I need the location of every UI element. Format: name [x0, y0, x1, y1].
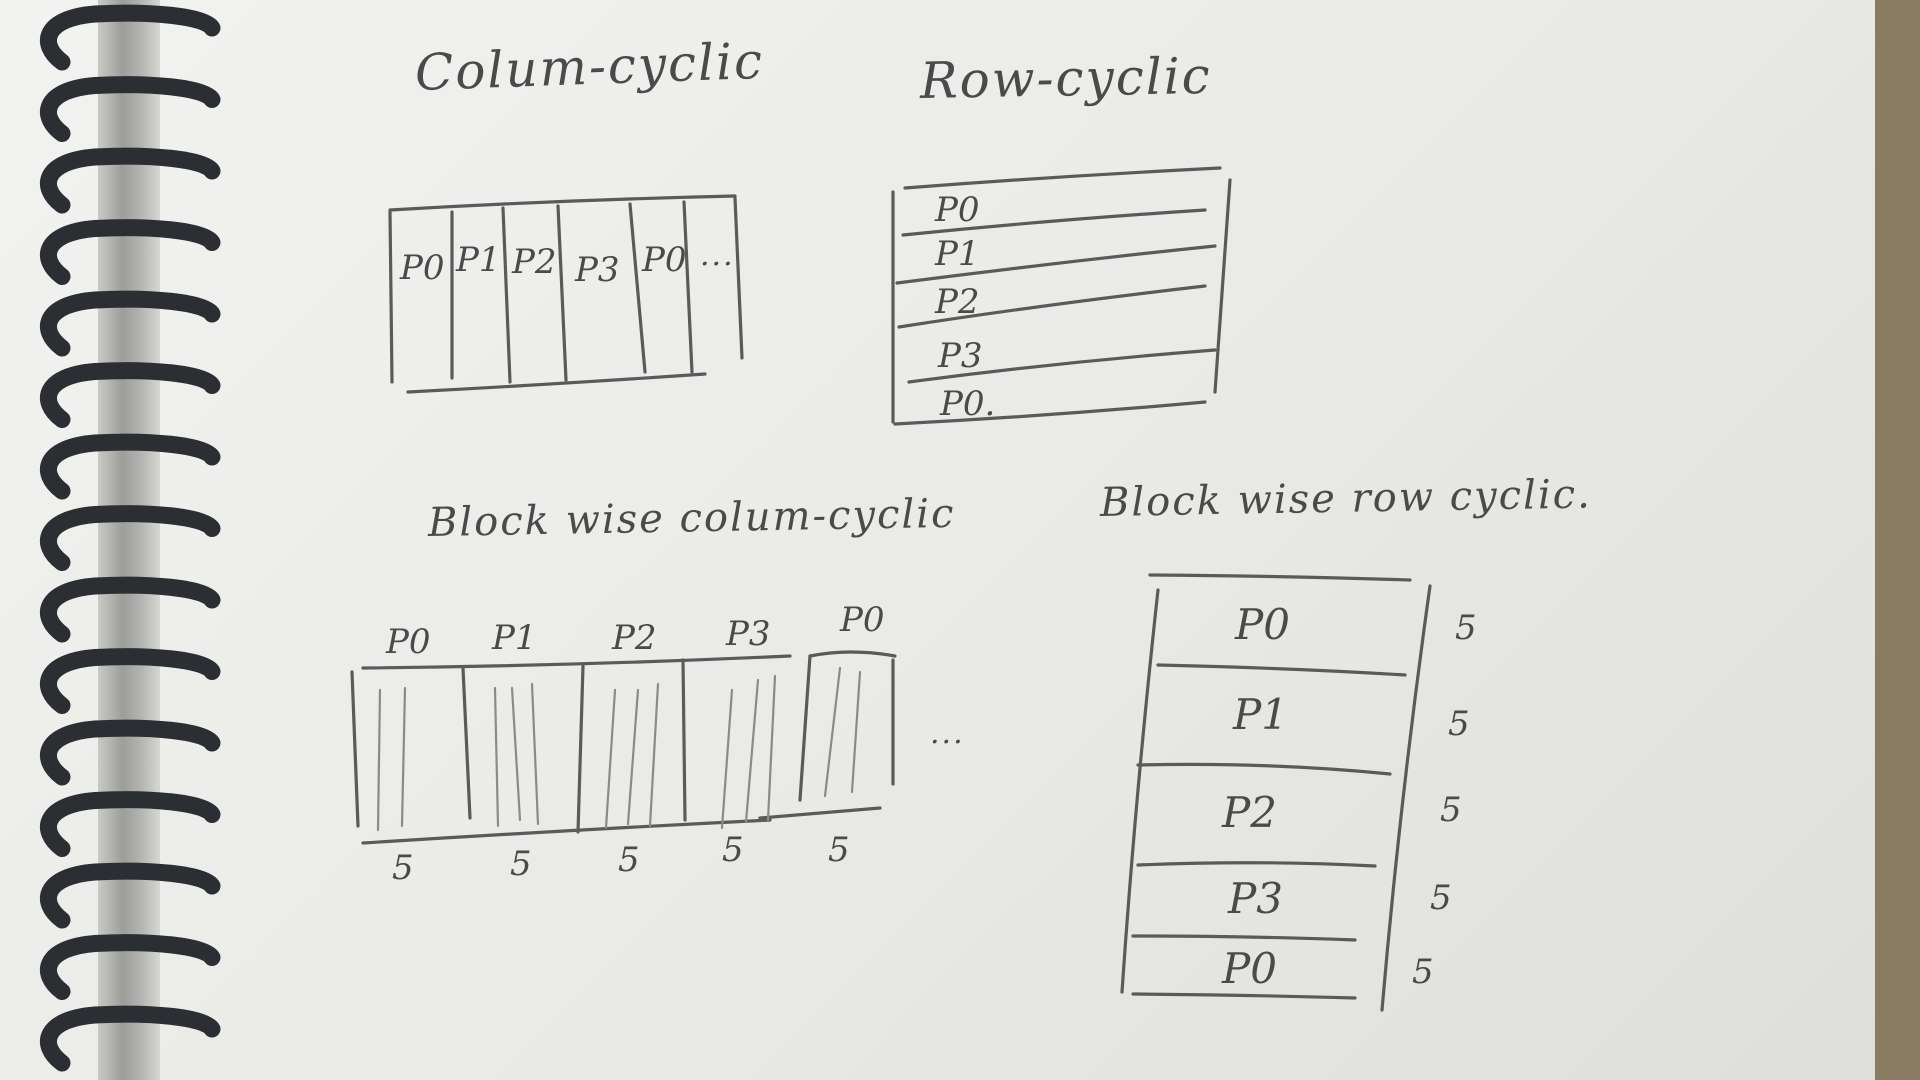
- row-cyclic-right-edge: [1213, 178, 1232, 394]
- block-column-label: P3: [726, 614, 771, 654]
- column-cyclic-top-edge: [388, 194, 737, 212]
- block-column-label: P1: [492, 618, 537, 658]
- block-column-size: 5: [722, 830, 744, 870]
- block-row-size: 5: [1440, 790, 1462, 830]
- spiral-ring: [40, 290, 221, 357]
- column-cyclic-right-edge: [733, 196, 744, 360]
- column-cyclic-label: P0: [642, 240, 687, 280]
- row-cyclic-divider: [897, 284, 1207, 329]
- column-cyclic-label: P2: [512, 242, 557, 282]
- block-column-label: P0: [386, 622, 431, 662]
- row-cyclic-divider: [901, 208, 1207, 237]
- block-row-size: 5: [1430, 878, 1452, 918]
- row-cyclic-top-edge: [903, 166, 1222, 190]
- block-row-size: 5: [1448, 704, 1470, 744]
- column-cyclic-divider: [501, 206, 512, 384]
- block-row-divider: [1131, 934, 1357, 942]
- row-cyclic-label: P2: [935, 282, 980, 322]
- block-row-label: P0: [1235, 600, 1290, 649]
- block-row-right-edge: [1380, 584, 1432, 1012]
- spiral-ring: [40, 147, 221, 214]
- column-cyclic-label: P0: [400, 248, 445, 288]
- spiral-binding: [40, 4, 221, 1072]
- spiral-ring: [40, 505, 221, 571]
- column-cyclic-title: Colum-cyclic: [413, 31, 765, 102]
- spiral-ring: [40, 576, 221, 643]
- spiral-ring: [40, 791, 221, 857]
- spiral-ring: [40, 1005, 221, 1072]
- block-row-bottom-edge: [1131, 992, 1357, 1000]
- column-cyclic-divider: [628, 202, 647, 374]
- row-cyclic-label: P1: [935, 234, 980, 274]
- column-cyclic-bottom-edge: [406, 372, 707, 394]
- block-column-size: 5: [392, 848, 414, 888]
- spiral-ring: [40, 362, 221, 428]
- block-column-label: P0: [840, 600, 885, 640]
- block-row-divider: [1156, 663, 1407, 677]
- block-column-separator: [681, 658, 687, 822]
- block-column-size: 5: [510, 844, 532, 884]
- block-row-label: P3: [1228, 874, 1283, 923]
- spiral-ring: [40, 433, 221, 500]
- block-row-divider: [1136, 762, 1392, 776]
- spiral-ring: [40, 934, 221, 1000]
- column-cyclic-divider: [556, 204, 568, 382]
- notebook-binding-strip: [98, 0, 160, 1080]
- row-cyclic-divider: [895, 244, 1217, 285]
- block-row-top-edge: [1148, 573, 1412, 582]
- spiral-ring: [40, 648, 221, 714]
- block-column-cyclic-title: Block wise colum-cyclic: [427, 490, 956, 546]
- block-column-ellipsis: ...: [930, 716, 965, 751]
- block-column-label: P2: [612, 618, 657, 658]
- spiral-ring: [40, 219, 221, 285]
- block-column-size: 5: [618, 840, 640, 880]
- column-cyclic-divider: [682, 200, 694, 374]
- block-column-cyclic-grid: [350, 650, 897, 845]
- block-column-left-edge: [350, 670, 360, 828]
- block-row-size: 5: [1412, 952, 1434, 992]
- row-cyclic-label: P0.: [940, 384, 996, 424]
- block-row-cyclic-grid: [1120, 573, 1432, 1012]
- block-column-separator: [798, 654, 812, 802]
- block-column-separator: [461, 666, 472, 820]
- column-cyclic-label: P1: [456, 240, 501, 280]
- notebook-page: [0, 0, 1875, 1080]
- spiral-ring: [40, 719, 221, 786]
- block-column-inner-lines: [376, 666, 862, 832]
- row-cyclic-label: P3: [938, 336, 983, 376]
- row-cyclic-divider: [907, 348, 1217, 384]
- block-row-label: P2: [1222, 788, 1277, 837]
- column-cyclic-ellipsis: ...: [700, 238, 735, 273]
- block-row-divider: [1136, 861, 1377, 868]
- block-column-size: 5: [828, 830, 850, 870]
- block-row-label: P1: [1233, 690, 1288, 739]
- column-cyclic-grid: [388, 194, 744, 394]
- row-cyclic-grid: [891, 166, 1232, 426]
- spiral-ring: [40, 4, 221, 71]
- spiral-ring: [40, 76, 221, 142]
- block-row-left-edge: [1120, 588, 1160, 994]
- spiral-ring: [40, 862, 221, 929]
- block-column-top-edge: [808, 650, 897, 658]
- block-column-bottom-edge: [758, 806, 882, 820]
- row-cyclic-title: Row-cyclic: [919, 46, 1213, 110]
- block-row-size: 5: [1455, 608, 1477, 648]
- block-column-top-edge: [361, 654, 792, 670]
- block-column-separator: [576, 664, 585, 834]
- block-row-cyclic-title: Block wise row cyclic.: [1099, 471, 1593, 526]
- block-column-bottom-edge: [361, 818, 772, 845]
- row-cyclic-bottom-edge: [893, 400, 1207, 426]
- row-cyclic-label: P0: [935, 190, 980, 230]
- block-row-label: P0: [1222, 944, 1277, 993]
- column-cyclic-left-edge: [388, 210, 394, 384]
- column-cyclic-label: P3: [575, 250, 620, 290]
